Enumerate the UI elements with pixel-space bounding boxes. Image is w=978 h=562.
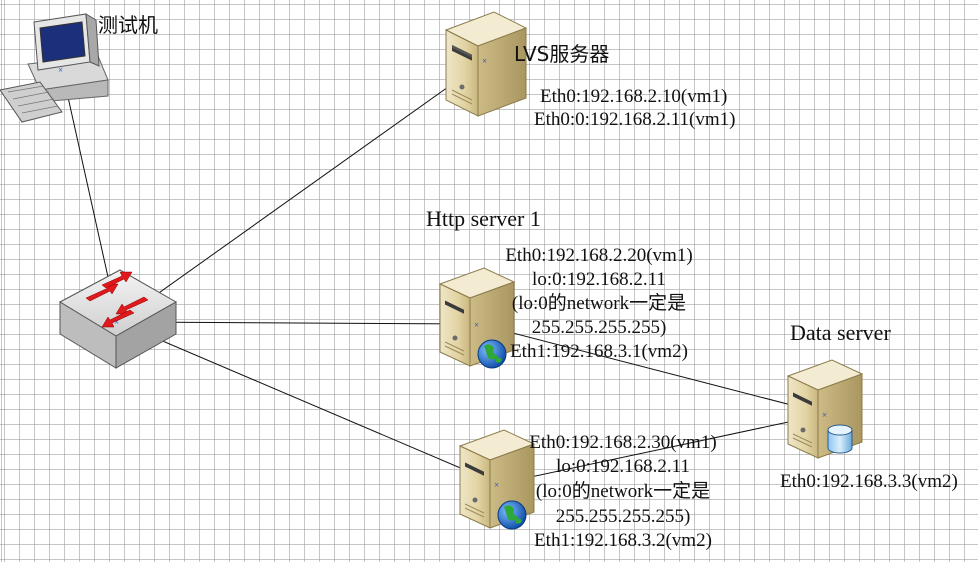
- data-server-label: Data server: [790, 320, 891, 345]
- lvs-ip-eth0: Eth0:192.168.2.10(vm1): [540, 86, 728, 107]
- http2-line-netmask: 255.255.255.255): [555, 506, 691, 527]
- svg-text:×: ×: [114, 317, 119, 327]
- link-switch-http2: [117, 321, 499, 485]
- lvs-server-label: LVS服务器: [514, 42, 610, 66]
- globe-icon: [497, 500, 527, 530]
- http1-line-network-note: (lo:0的network一定是: [511, 293, 687, 314]
- http1-line-netmask: 255.255.255.255): [531, 317, 667, 338]
- svg-text:×: ×: [822, 410, 827, 420]
- svg-text:×: ×: [482, 56, 487, 66]
- http1-line-eth1: Eth1:192.168.3.1(vm2): [510, 341, 688, 362]
- lvs-server-icon: ×: [444, 11, 528, 117]
- desktop-computer-icon: ×: [0, 13, 109, 123]
- http1-line-lo0: lo:0:192.168.2.11: [532, 269, 666, 290]
- http-server-1-label: Http server 1: [426, 206, 541, 231]
- http2-line-lo0: lo:0:192.168.2.11: [556, 456, 690, 477]
- data-server-ip: Eth0:192.168.3.3(vm2): [780, 471, 958, 492]
- globe-icon: [477, 339, 507, 369]
- http2-line-eth0: Eth0:192.168.2.30(vm1): [529, 432, 717, 453]
- test-machine-label: 测试机: [98, 13, 158, 37]
- svg-text:×: ×: [494, 480, 499, 490]
- svg-text:×: ×: [474, 320, 479, 330]
- http2-line-network-note: (lo:0的network一定是: [535, 481, 711, 502]
- link-switch-http1: [117, 321, 479, 325]
- link-http1-data: [477, 323, 827, 415]
- link-http2-data: [497, 413, 827, 485]
- lvs-ip-eth0-0: Eth0:0:192.168.2.11(vm1): [534, 109, 736, 130]
- database-icon: [827, 424, 853, 454]
- http1-line-eth0: Eth0:192.168.2.20(vm1): [505, 245, 693, 266]
- network-switch-icon: ×: [58, 269, 178, 369]
- http2-line-eth1: Eth1:192.168.3.2(vm2): [534, 530, 712, 551]
- svg-text:×: ×: [58, 65, 63, 75]
- link-switch-lvs: [117, 59, 487, 323]
